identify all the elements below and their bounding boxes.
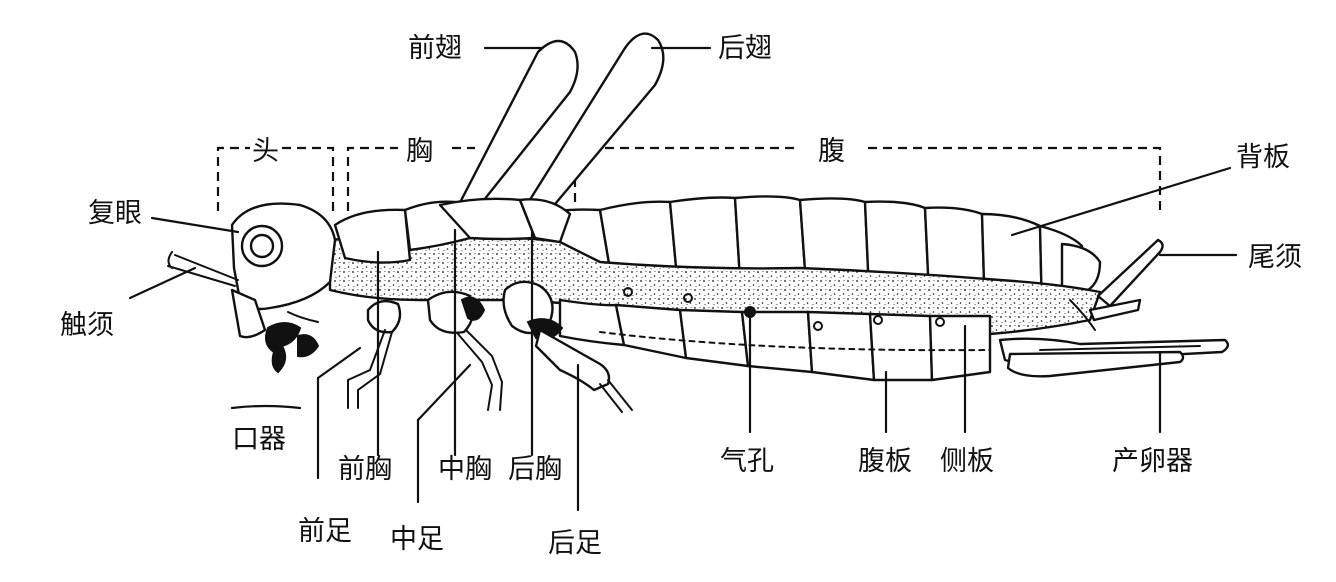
label-mesothorax: 中胸 — [438, 454, 492, 485]
ovipositor-shape — [998, 337, 1230, 378]
label-hindwing: 后翅 — [718, 33, 772, 64]
label-metathorax: 后胸 — [508, 454, 562, 485]
label-midleg: 中足 — [390, 524, 444, 555]
mouthparts-shape — [265, 311, 320, 374]
label-thorax: 胸 — [406, 136, 433, 167]
label-hindleg: 后足 — [548, 528, 602, 559]
label-compound-eye: 复眼 — [88, 198, 142, 229]
head-shape — [230, 202, 337, 339]
foreleg-shape — [347, 299, 402, 409]
label-pleurite: 侧板 — [940, 446, 994, 477]
label-tergite: 背板 — [1236, 142, 1290, 173]
label-abdomen: 腹 — [818, 136, 845, 167]
label-forewing: 前翅 — [408, 33, 462, 64]
label-cercus: 尾须 — [1248, 242, 1302, 273]
spiracle-dots — [623, 287, 945, 331]
abdomen-sternites — [558, 298, 992, 382]
forewing-shape — [450, 39, 579, 222]
label-mouthparts: 口器 — [232, 424, 286, 455]
label-sternite: 腹板 — [858, 446, 912, 477]
hindleg-shape — [502, 280, 633, 413]
cercus-shape — [1069, 238, 1164, 331]
hindwing-shape — [514, 32, 665, 224]
leader-lines — [128, 46, 1238, 512]
antenna-shape — [167, 251, 239, 287]
label-antenna: 触须 — [60, 310, 114, 341]
label-foreleg: 前足 — [298, 516, 352, 547]
label-ovipositor: 产卵器 — [1112, 446, 1193, 477]
label-spiracle: 气孔 — [720, 446, 774, 477]
label-prothorax: 前胸 — [338, 454, 392, 485]
midleg-shape — [426, 290, 504, 411]
head-bracket — [216, 146, 335, 211]
label-head: 头 — [252, 136, 279, 167]
